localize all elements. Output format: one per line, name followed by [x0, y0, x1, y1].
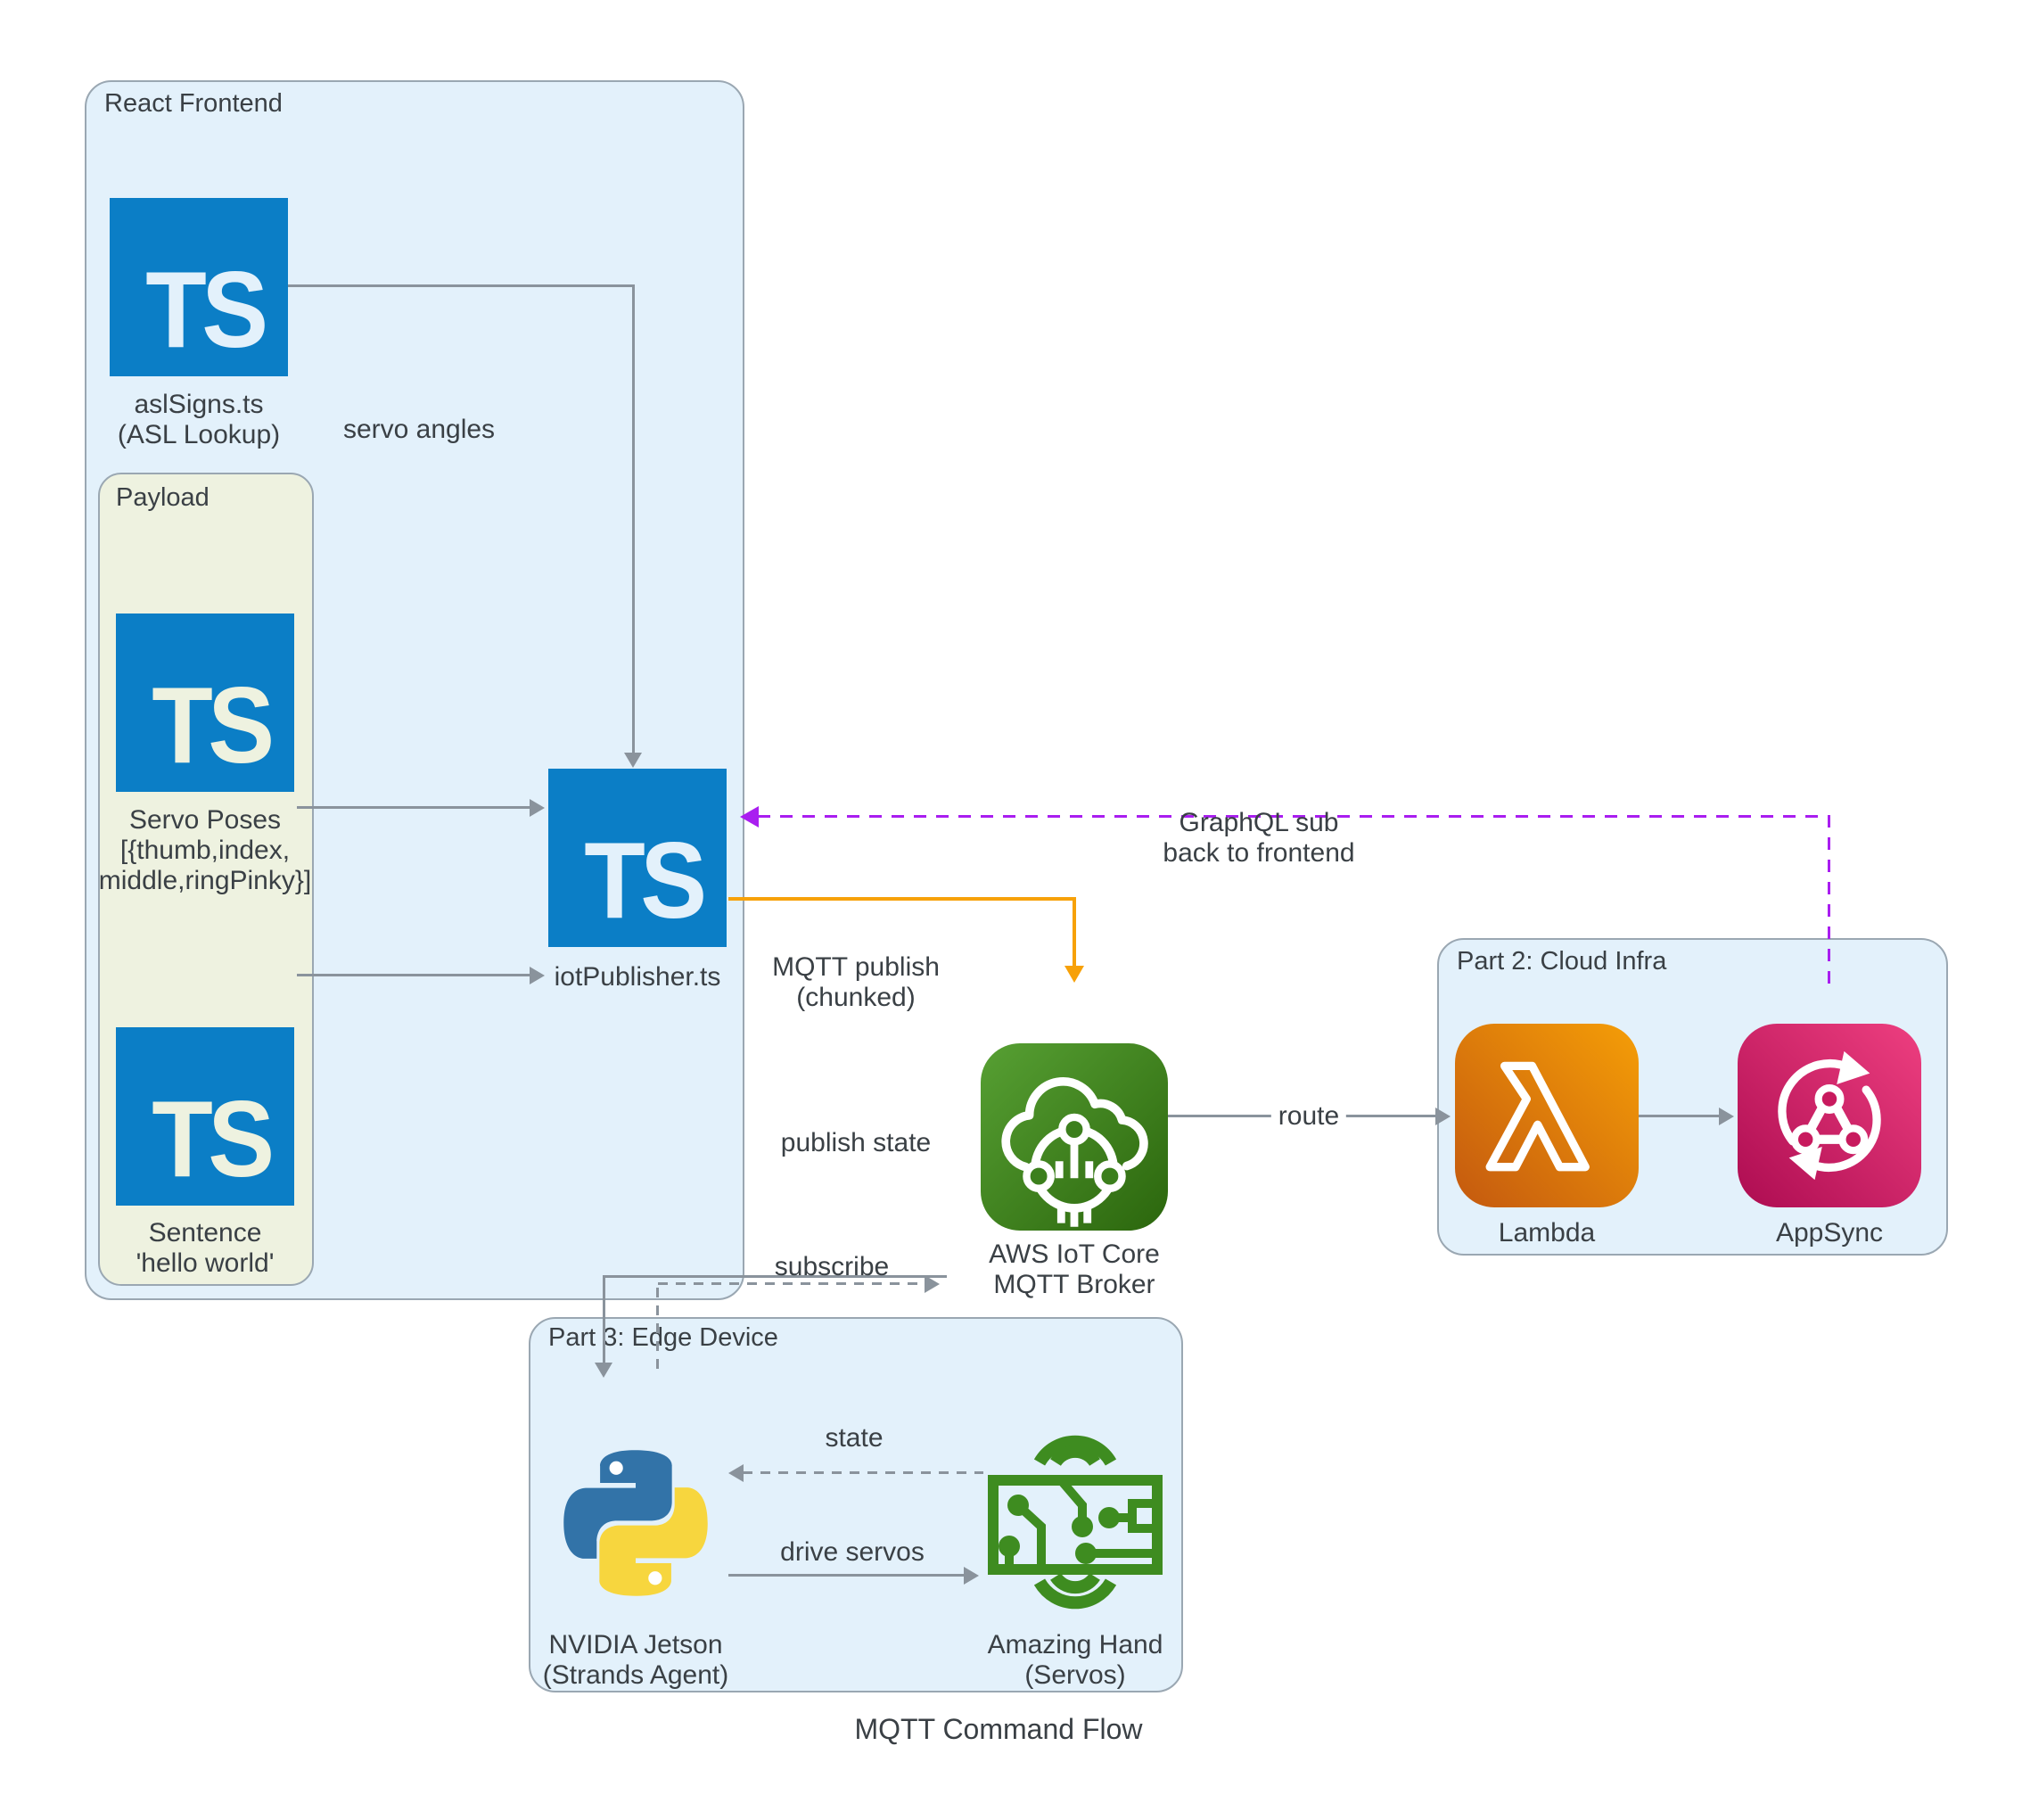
edge-sentence-to-iotpublisher [297, 974, 530, 976]
graphql-sub-edge-label: GraphQL sub back to frontend [1163, 808, 1354, 869]
route-edge-label: route [1270, 1101, 1347, 1132]
edge-drive-servos [728, 1574, 966, 1577]
sentence-label-line1: Sentence [148, 1218, 262, 1248]
aslsigns-label-line2: (ASL Lookup) [117, 420, 281, 449]
mqtt-publish-edge-label: MQTT publish (chunked) [772, 952, 940, 1013]
aslsigns-label: aslSigns.ts (ASL Lookup) [118, 390, 280, 450]
servo-angles-edge-label: servo angles [342, 415, 496, 444]
edge-subscribe-rise [656, 1288, 659, 1371]
arrowhead-down-orange-icon [1064, 966, 1084, 983]
typescript-icon: TS [116, 1027, 294, 1206]
edge-lambda-to-appsync [1639, 1115, 1721, 1117]
ts-glyph: TS [145, 249, 268, 370]
aws-iot-core-label-line2: MQTT Broker [993, 1270, 1155, 1299]
lambda-label: Lambda [1498, 1218, 1596, 1248]
edge-servoposes-to-iotpublisher [297, 806, 530, 809]
arrowhead-right-icon [530, 799, 545, 817]
ts-glyph: TS [152, 664, 275, 786]
amazing-hand-label: Amazing Hand (Servos) [988, 1630, 1163, 1691]
arrowhead-down-icon [624, 753, 642, 768]
edge-mqtt-publish-drop [1073, 897, 1076, 968]
mqtt-publish-edge-label-line1: MQTT publish [772, 952, 940, 982]
nvidia-jetson-label-line1: NVIDIA Jetson [548, 1630, 723, 1659]
nvidia-jetson-label: NVIDIA Jetson (Strands Agent) [543, 1630, 728, 1691]
graphql-sub-edge-label-line1: GraphQL sub [1179, 808, 1339, 837]
subscribe-edge-label: subscribe [774, 1252, 890, 1281]
aws-iot-core-label-line1: AWS IoT Core [989, 1239, 1160, 1269]
arrowhead-right-icon [1719, 1108, 1734, 1125]
edge-graphql-sub [758, 815, 1830, 818]
appsync-label: AppSync [1775, 1218, 1884, 1248]
python-icon [551, 1438, 720, 1608]
amazing-hand-label-line1: Amazing Hand [987, 1630, 1163, 1659]
ts-glyph: TS [152, 1078, 275, 1199]
servo-poses-label-line3: middle,ringPinky}] [98, 866, 312, 895]
servo-poses-label-line2: [{thumb,index, [119, 836, 291, 865]
edge-state [743, 1471, 983, 1474]
ts-glyph: TS [584, 819, 707, 941]
aws-iot-core-label: AWS IoT Core MQTT Broker [989, 1239, 1160, 1300]
amazing-hand-label-line2: (Servos) [1024, 1660, 1126, 1690]
arrowhead-down-icon [595, 1363, 612, 1378]
edge-broker-to-edge [603, 1275, 947, 1278]
mqtt-publish-edge-label-line2: (chunked) [796, 983, 916, 1012]
nvidia-jetson-label-line2: (Strands Agent) [542, 1660, 729, 1690]
appsync-icon [1738, 1024, 1921, 1207]
servo-poses-label-line1: Servo Poses [128, 805, 282, 835]
drive-servos-edge-label: drive servos [780, 1537, 925, 1567]
edge-mqtt-publish [728, 897, 1076, 901]
servo-poses-label: Servo Poses [{thumb,index, middle,ringPi… [99, 805, 311, 896]
typescript-icon: TS [548, 769, 727, 947]
aslsigns-label-line1: aslSigns.ts [134, 390, 264, 419]
aws-iot-core-icon [981, 1043, 1168, 1231]
edge-subscribe [658, 1282, 925, 1285]
edge-device-title: Part 3: Edge Device [548, 1323, 778, 1352]
iotpublisher-label: iotPublisher.ts [554, 962, 721, 992]
sentence-label: Sentence 'hello world' [136, 1218, 275, 1279]
sentence-label-line2: 'hello world' [136, 1248, 275, 1278]
react-frontend-title: React Frontend [104, 89, 283, 118]
typescript-icon: TS [116, 614, 294, 792]
lambda-icon [1455, 1024, 1639, 1207]
edge-broker-to-edge-drop [603, 1275, 605, 1364]
arrowhead-left-icon [728, 1464, 744, 1482]
edge-graphql-sub-drop [1828, 815, 1830, 990]
arrowhead-right-icon [530, 967, 545, 984]
payload-title: Payload [116, 483, 210, 512]
edge-aslsigns-to-iotpublisher [281, 284, 634, 287]
diagram-title: MQTT Command Flow [854, 1713, 1143, 1745]
graphql-sub-edge-label-line2: back to frontend [1163, 838, 1355, 868]
cloud-infra-title: Part 2: Cloud Infra [1457, 947, 1667, 976]
arrowhead-right-icon [1435, 1108, 1451, 1125]
circuit-hand-icon [986, 1429, 1164, 1616]
arrowhead-left-purple-icon [740, 806, 759, 828]
state-edge-label: state [825, 1423, 884, 1453]
typescript-icon: TS [110, 198, 288, 376]
publish-state-edge-label: publish state [780, 1128, 932, 1157]
arrowhead-right-icon [964, 1567, 979, 1585]
edge-aslsigns-to-iotpublisher-drop [632, 284, 635, 754]
arrowhead-right-icon [925, 1275, 940, 1293]
